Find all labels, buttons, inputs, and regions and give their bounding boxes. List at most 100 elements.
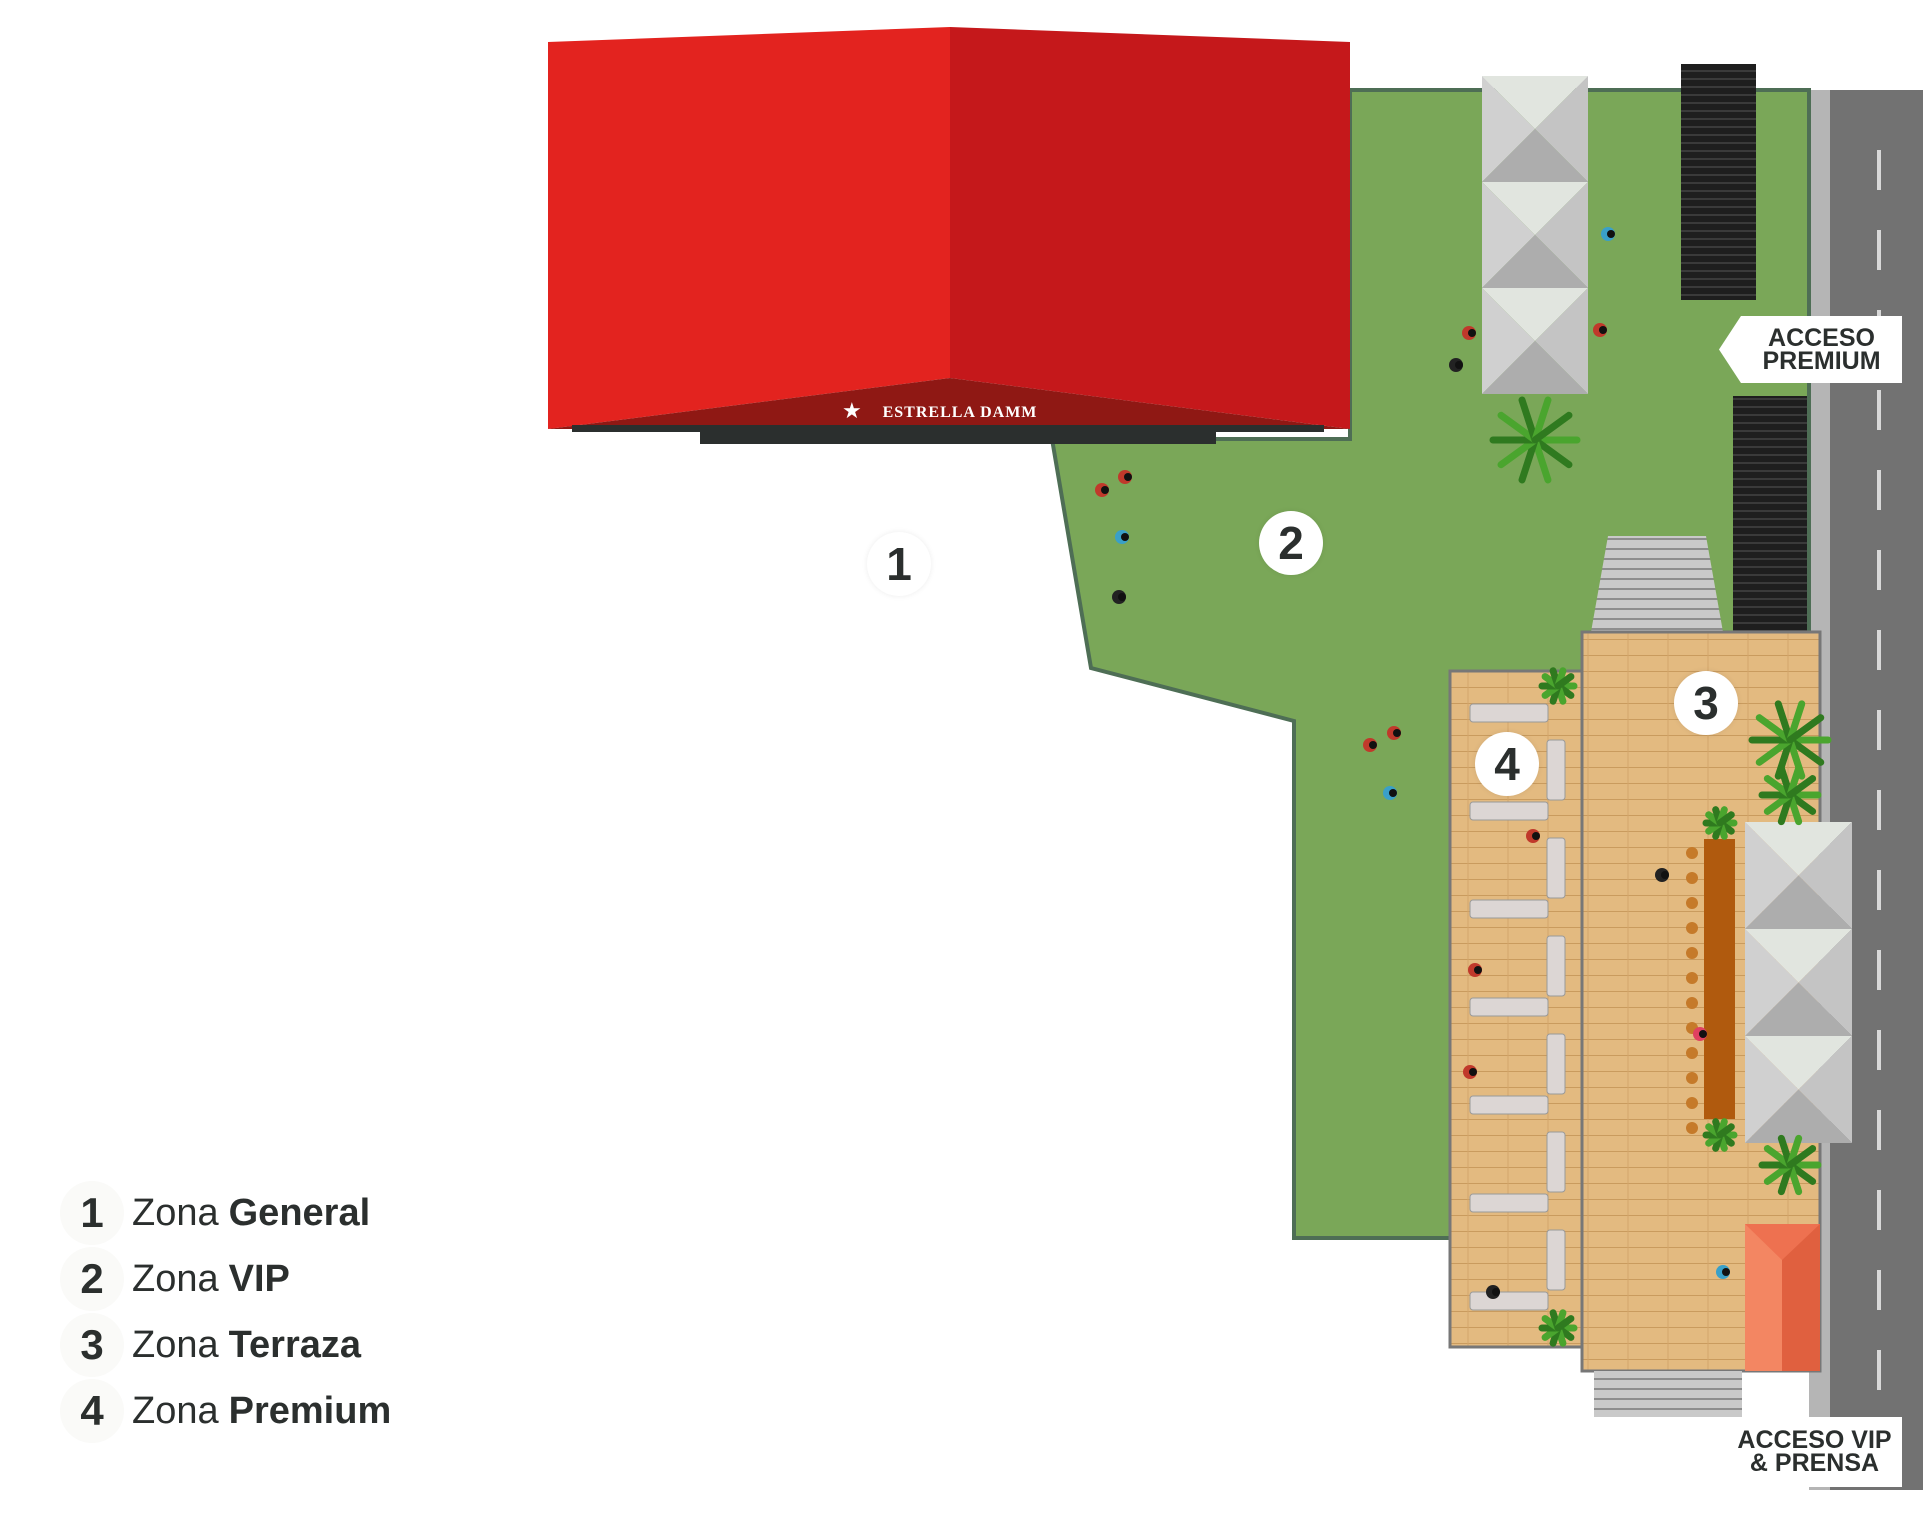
sofa — [1469, 899, 1549, 919]
sofa — [1546, 1229, 1566, 1291]
person-head — [1121, 533, 1129, 541]
zone-marker-4[interactable]: 4 — [1475, 732, 1539, 796]
person-head — [1699, 1030, 1707, 1038]
palm-leaf — [1554, 673, 1575, 690]
palm-leaf — [1755, 714, 1794, 744]
tent-panel — [1482, 76, 1535, 182]
tent-panel — [1798, 822, 1852, 929]
legend-name: VIP — [228, 1257, 290, 1300]
lane-dash — [1877, 1190, 1881, 1230]
person-head — [1393, 729, 1401, 737]
tent-panel — [1745, 1036, 1852, 1090]
palm-leaf — [1786, 736, 1825, 766]
tent-panel — [1745, 875, 1852, 929]
lane-dash — [1877, 630, 1881, 670]
lane-dash — [1877, 1030, 1881, 1070]
white-tents-north — [1482, 76, 1588, 394]
access-vip-label[interactable]: ACCESO VIP & PRENSA — [1705, 1417, 1902, 1487]
tent-panel — [1482, 235, 1588, 288]
star-icon: ★ — [842, 398, 862, 423]
tent-panel — [1535, 288, 1588, 394]
road — [1830, 90, 1923, 1490]
legend-number: 2 — [60, 1247, 124, 1311]
palm-leaf — [1518, 396, 1539, 444]
sofa — [1469, 1095, 1549, 1115]
access-premium-line1: ACCESO — [1768, 323, 1875, 352]
palm-leaf — [1716, 811, 1735, 827]
lane-dash — [1877, 470, 1881, 510]
tent-panel — [1745, 929, 1799, 1036]
palm-leaf — [1497, 411, 1539, 444]
main-stage-tent: ESTRELLA DAMM ★ — [548, 27, 1350, 444]
zone-marker-2[interactable]: 2 — [1259, 511, 1323, 575]
bar-stools — [1686, 847, 1698, 1134]
palm-leaf — [1531, 411, 1573, 444]
palm-leaf — [1786, 714, 1825, 744]
sofa — [1546, 1131, 1566, 1193]
stands-north — [1681, 64, 1756, 300]
lane-dash — [1877, 230, 1881, 270]
legend-prefix: Zona — [132, 1323, 219, 1366]
legend-number: 4 — [60, 1379, 124, 1443]
lane-dash — [1877, 1350, 1881, 1390]
tent-panel — [1745, 982, 1852, 1036]
palm-leaf — [1716, 1123, 1735, 1139]
lane-dash — [1877, 390, 1881, 430]
sofa — [1469, 703, 1549, 723]
palm-leaf — [1786, 775, 1817, 799]
white-tents-east — [1745, 822, 1852, 1143]
lane-dash — [1877, 950, 1881, 990]
tent-panel — [1745, 1036, 1799, 1143]
bar-stool — [1686, 897, 1698, 909]
palm-plants — [1489, 396, 1832, 1347]
bar-stool — [1686, 872, 1698, 884]
bar-stool — [1686, 1122, 1698, 1134]
legend-prefix: Zona — [132, 1257, 219, 1300]
legend-number: 3 — [60, 1313, 124, 1377]
person-head — [1101, 486, 1109, 494]
tent-panel — [1535, 76, 1588, 182]
tent-panel — [1482, 182, 1588, 235]
palm-leaf — [1497, 436, 1539, 469]
legend-name: Premium — [228, 1389, 392, 1432]
palm-leaf — [1531, 436, 1552, 484]
person-head — [1661, 871, 1669, 879]
person-head — [1474, 966, 1482, 974]
bar-stool — [1686, 972, 1698, 984]
bar-stool — [1686, 1072, 1698, 1084]
palm-leaf — [1554, 1315, 1575, 1332]
sofa — [1469, 1291, 1549, 1311]
tent-panel — [1745, 822, 1852, 876]
tent-panel — [1482, 129, 1588, 182]
palm-leaf — [1774, 700, 1794, 744]
brand-banner: ESTRELLA DAMM — [883, 404, 1038, 421]
tent-panel — [1745, 822, 1799, 929]
person-head — [1118, 593, 1126, 601]
person-head — [1455, 361, 1463, 369]
tent-panel — [1535, 182, 1588, 288]
stands-east — [1733, 396, 1807, 632]
palm-leaf — [1531, 396, 1552, 444]
access-premium-label[interactable]: ACCESO PREMIUM — [1719, 316, 1902, 383]
person-head — [1722, 1268, 1730, 1276]
bar-stool — [1686, 922, 1698, 934]
lane-dash — [1877, 1110, 1881, 1150]
sofa — [1546, 837, 1566, 899]
zone-marker-1[interactable]: 1 — [867, 532, 931, 596]
legend-prefix: Zona — [132, 1389, 219, 1432]
legend-name: General — [228, 1191, 371, 1234]
zone-marker-3[interactable]: 3 — [1674, 671, 1738, 735]
bar-counter — [1704, 839, 1735, 1119]
tent-panel — [1482, 288, 1588, 341]
person-head — [1369, 741, 1377, 749]
person-head — [1468, 329, 1476, 337]
palm-leaf — [1755, 736, 1794, 766]
access-vip-line2: & PRENSA — [1749, 1449, 1880, 1477]
lane-dash — [1877, 710, 1881, 750]
sofas — [1469, 703, 1566, 1311]
person-head — [1532, 832, 1540, 840]
